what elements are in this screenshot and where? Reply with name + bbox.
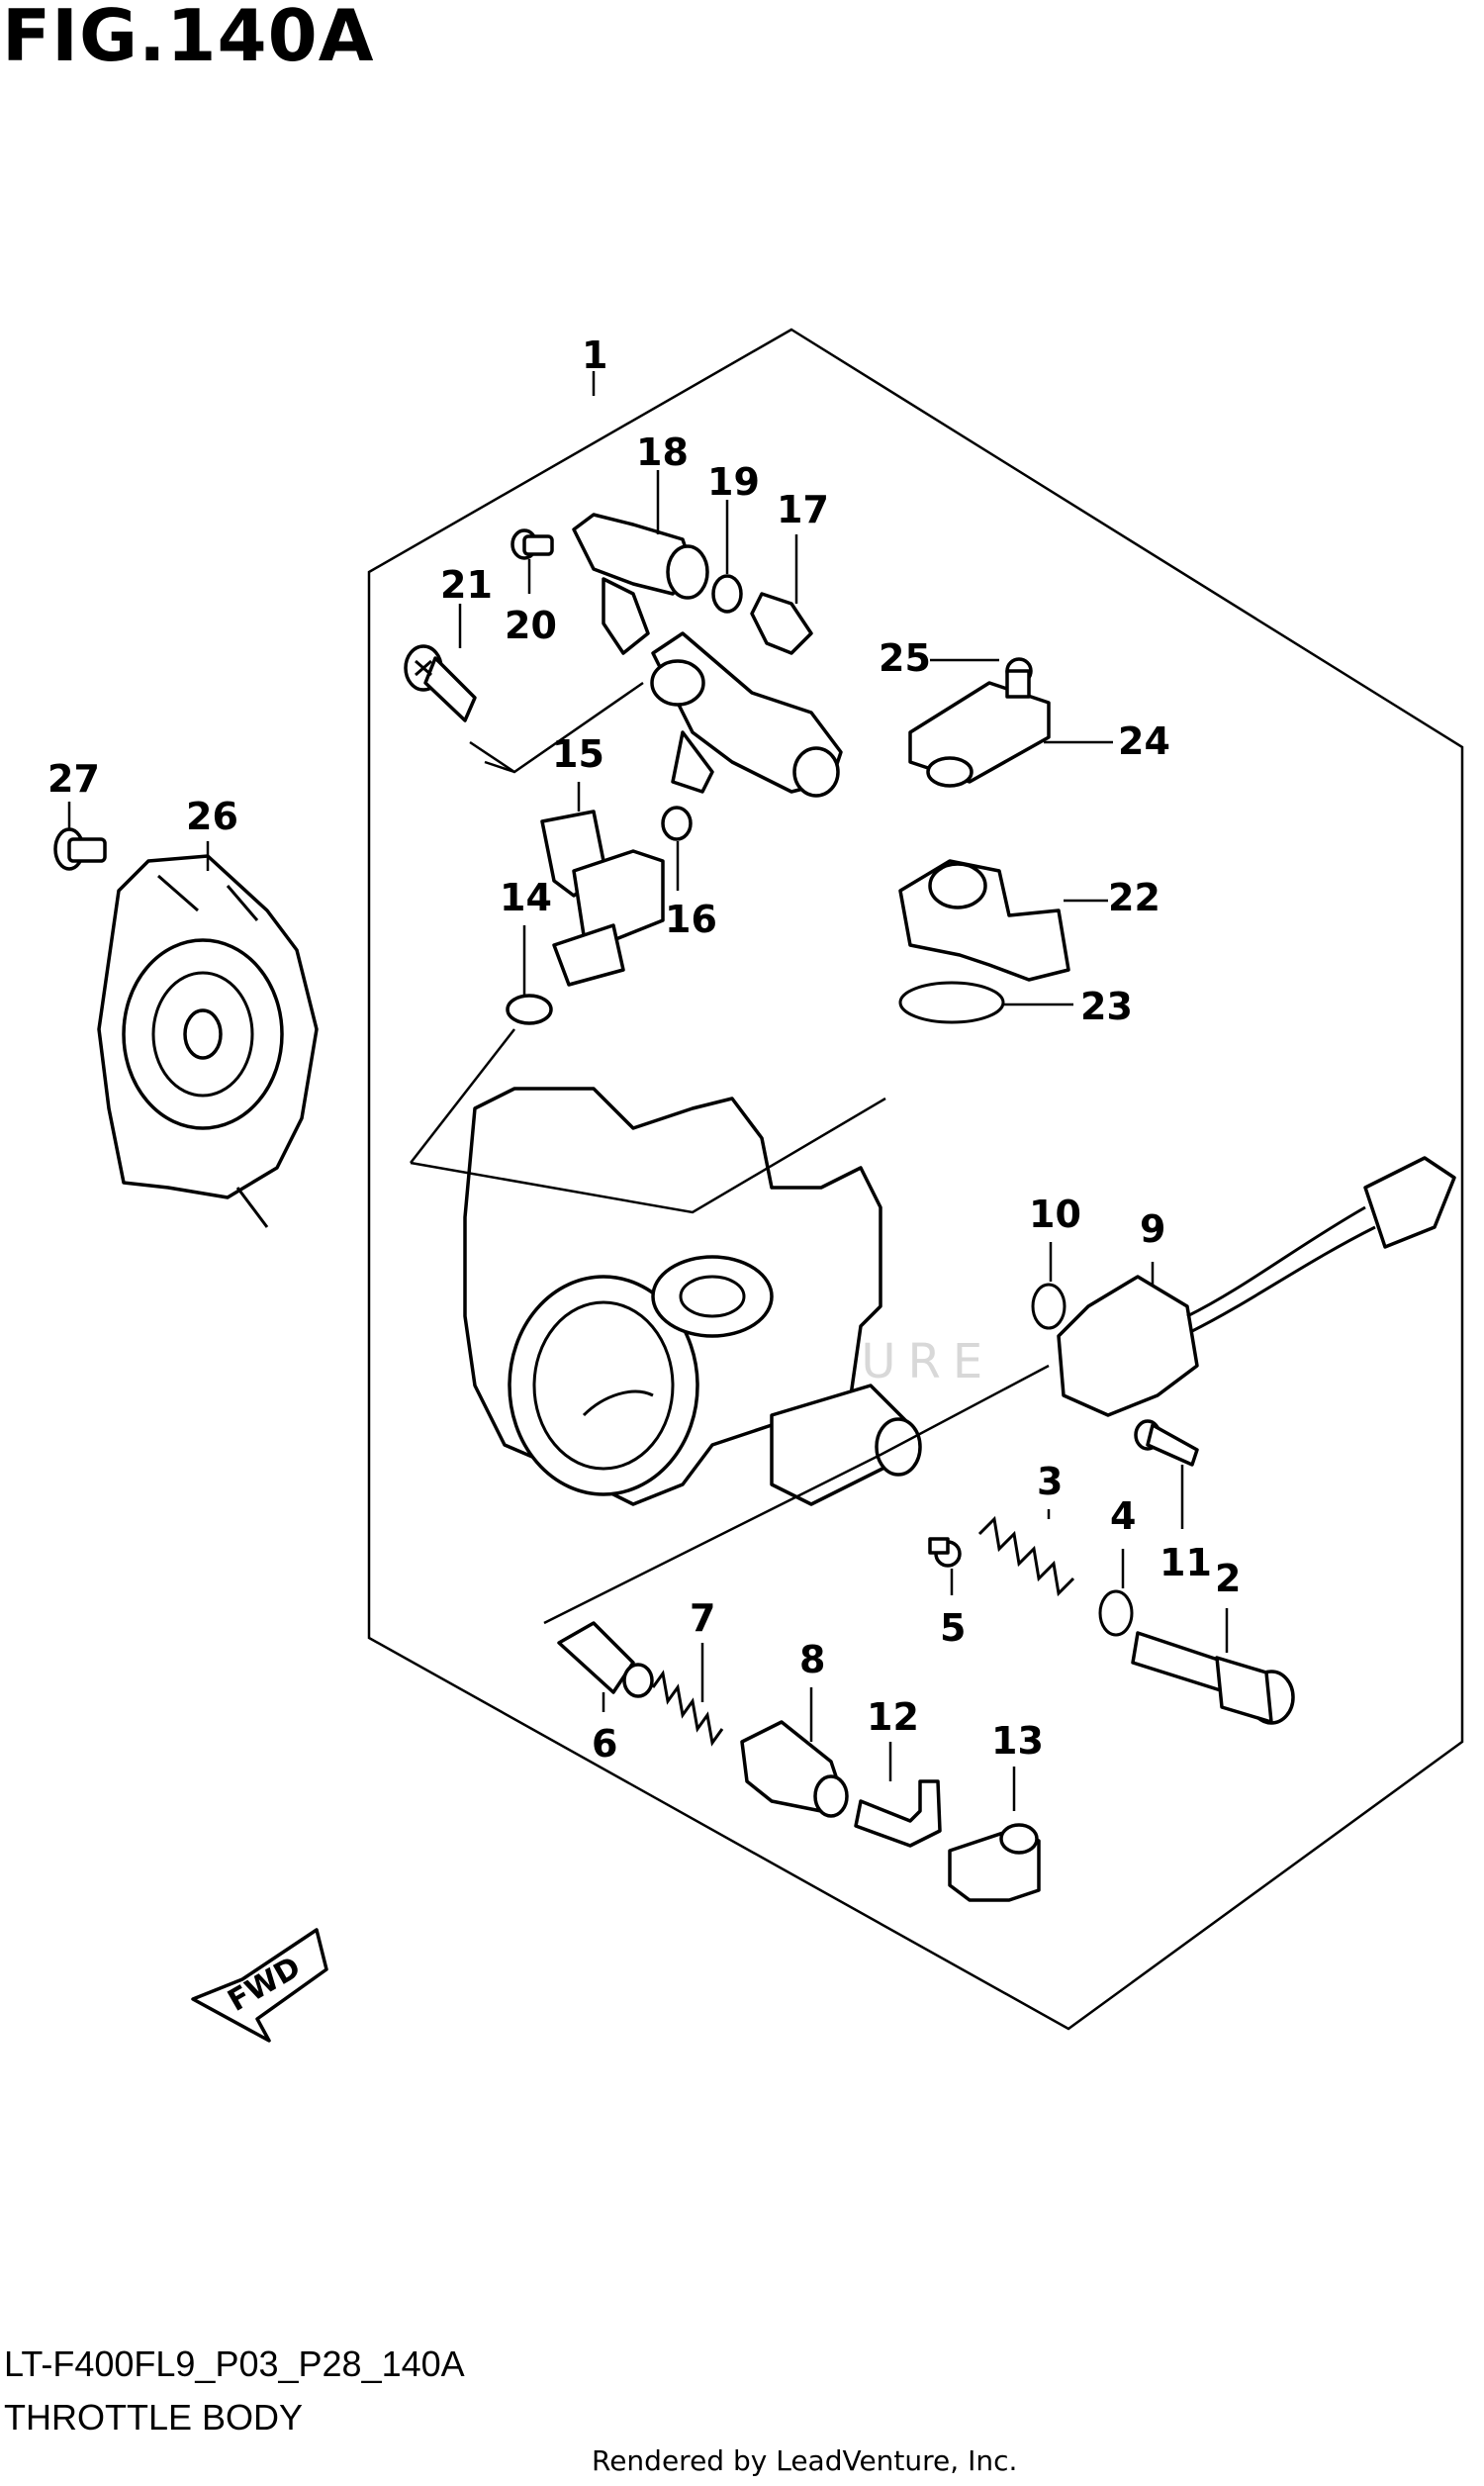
part-4-oring [1098,1589,1134,1637]
callout-19: 19 [707,460,760,504]
part-14-oring [506,994,553,1025]
callout-16: 16 [665,898,717,941]
leader-lines [67,371,1229,1811]
callout-3: 3 [1037,1460,1063,1503]
callout-27: 27 [47,757,100,801]
diagram-subtitle: THROTTLE BODY [4,2397,304,2438]
part-7-spring [651,1670,724,1747]
part-9-tps-sensor [1057,1156,1456,1417]
part-3-spring [977,1515,1075,1597]
callout-6: 6 [592,1722,617,1766]
part-13-elbow [948,1823,1041,1902]
part-5-screw [928,1537,962,1568]
part-27-screw [53,827,107,871]
callout-25: 25 [879,636,931,680]
part-18-fitting [572,513,709,655]
callout-21: 21 [440,563,493,607]
figure-title: FIG.140A [2,0,375,77]
callout-7: 7 [690,1596,715,1640]
part-8-valve [740,1720,849,1818]
assembly-outline [367,328,1464,2031]
callout-11: 11 [1159,1541,1212,1584]
callout-9: 9 [1140,1207,1165,1251]
part-20-screw [510,528,554,560]
fwd-arrow: FWD [191,1928,328,2043]
callout-labels: 1 18 19 17 21 20 25 24 15 27 26 22 14 16… [47,334,1241,1766]
throttle-body [463,1087,922,1506]
callout-17: 17 [777,488,829,531]
part-21-screw [404,644,477,722]
part-26-cover [97,854,319,1228]
callout-23: 23 [1080,985,1133,1028]
part-24-bracket [908,681,1051,788]
callout-10: 10 [1029,1193,1081,1236]
callout-1: 1 [582,334,607,377]
part-19-oring [711,574,743,614]
part-25-screw [1005,657,1033,699]
part-6-plunger [557,1621,654,1698]
part-22-sensor [898,859,1070,982]
part-15-injector [540,810,665,987]
callout-2: 2 [1215,1557,1241,1600]
part-16-oring [661,806,693,841]
render-credit: Rendered by LeadVenture, Inc. [592,2444,1018,2477]
part-11-screw [1134,1419,1199,1467]
callout-14: 14 [500,876,552,919]
part-23-oring [898,981,1005,1024]
callout-26: 26 [186,795,238,838]
callout-4: 4 [1110,1494,1136,1538]
callout-20: 20 [505,604,557,647]
callout-8: 8 [799,1638,825,1681]
callout-15: 15 [552,732,604,776]
part-2-screw [1131,1631,1295,1725]
callout-12: 12 [867,1695,919,1739]
callout-13: 13 [991,1719,1044,1763]
diagram-code: LT-F400FL9_P03_P28_140A [4,2343,465,2384]
callout-18: 18 [636,430,689,474]
part-12-hose [854,1779,942,1848]
part-10-oring [1031,1283,1067,1330]
part-17-delivery-pipe [650,592,843,798]
callout-22: 22 [1108,876,1160,919]
callout-5: 5 [940,1606,966,1650]
callout-24: 24 [1118,719,1170,763]
